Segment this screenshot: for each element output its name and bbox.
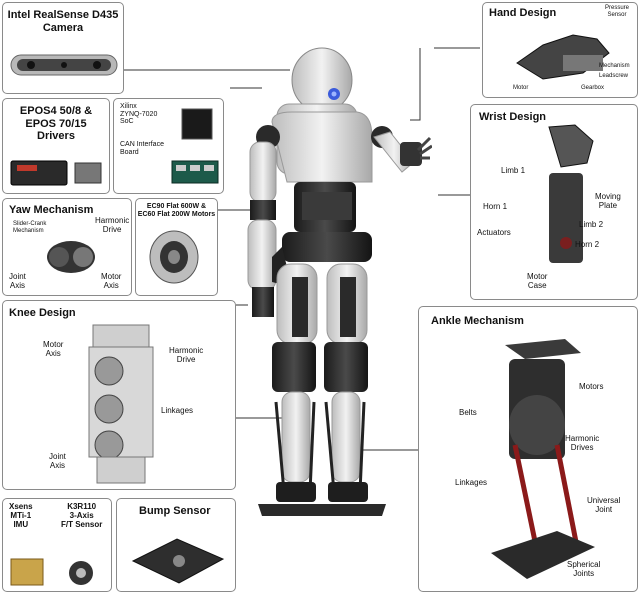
motors-panel: EC90 Flat 600W & EC60 Flat 200W Motors (135, 198, 218, 296)
can-interface-label: CAN Interface Board (120, 141, 164, 156)
wrist-moving-plate-label: Moving Plate (595, 192, 621, 210)
yaw-motor-label: Motor Axis (101, 272, 122, 290)
yaw-panel: Yaw Mechanism Slider-Crank Mechanism Har… (2, 198, 132, 296)
yaw-joint-label: Joint Axis (9, 272, 26, 290)
camera-image (10, 54, 118, 76)
robot-illustration (247, 47, 432, 516)
hand-leadscrew-label: Leadscrew (599, 73, 629, 79)
sensors-panel: Xsens MTi-1 IMU K3R110 3-Axis F/T Sensor (2, 498, 112, 592)
can-board-image (171, 160, 219, 184)
epos-panel: EPOS4 50/8 & EPOS 70/15 Drivers (2, 98, 110, 194)
bump-sensor-image (131, 538, 225, 584)
epos-drivers-image (10, 160, 102, 186)
wrist-panel: Wrist Design Limb 1 Moving Plate Horn 1 … (470, 104, 638, 300)
xsens-label: Xsens MTi-1 IMU (9, 502, 33, 529)
hand-mechanism-label: Mechanism (599, 63, 630, 69)
wrist-horn1-label: Horn 1 (483, 202, 508, 211)
wrist-title: Wrist Design (479, 111, 547, 123)
yaw-mechanism-image (47, 241, 95, 273)
ankle-linkages-label: Linkages (455, 478, 488, 487)
wrist-actuators-label: Actuators (477, 228, 511, 237)
yaw-slider-label: Slider-Crank Mechanism (13, 221, 47, 234)
motors-image (149, 230, 199, 284)
hand-motor-label: Motor (513, 85, 529, 91)
ankle-universal-label: Universal Joint (587, 496, 621, 514)
knee-joint-axis-label: Joint Axis (49, 452, 66, 470)
sensors-image (10, 558, 93, 586)
ankle-title: Ankle Mechanism (431, 315, 524, 327)
knee-panel: Knee Design Motor Axis Harmonic Drive Li… (2, 300, 236, 490)
ankle-spherical-label: Spherical Joints (567, 560, 601, 578)
camera-title: Intel RealSense D435 Camera (7, 9, 119, 34)
xilinx-panel: Xilinx ZYNQ-7020 SoC CAN Interface Board (113, 98, 224, 194)
hand-title: Hand Design (489, 7, 557, 19)
ankle-belts-label: Belts (459, 408, 477, 417)
bump-title: Bump Sensor (139, 505, 211, 517)
motors-title: EC90 Flat 600W & EC60 Flat 200W Motors (137, 203, 216, 218)
knee-linkages-label: Linkages (161, 406, 194, 415)
ankle-harmonic-label: Harmonic Drives (565, 434, 600, 452)
wrist-limb1-label: Limb 1 (501, 166, 526, 175)
wrist-horn2-label: Horn 2 (575, 240, 600, 249)
k3r-label: K3R110 3-Axis F/T Sensor (61, 502, 103, 529)
knee-title: Knee Design (9, 307, 76, 319)
knee-image (88, 324, 154, 484)
yaw-harmonic-label: Harmonic Drive (95, 216, 130, 234)
ankle-motors-label: Motors (579, 382, 604, 391)
wrist-limb2-label: Limb 2 (579, 220, 604, 229)
ankle-panel: Ankle Mechanism Motors Belts Harmonic Dr… (418, 306, 638, 592)
wrist-image (548, 124, 594, 263)
hand-panel: Hand Design Pressure Sensor Mechanism Le… (482, 2, 638, 98)
camera-panel: Intel RealSense D435 Camera (2, 2, 124, 94)
hand-pressure-label: Pressure Sensor (605, 5, 630, 18)
wrist-motor-case-label: Motor Case (527, 272, 548, 290)
yaw-title: Yaw Mechanism (9, 204, 94, 216)
knee-harmonic-label: Harmonic Drive (169, 346, 204, 364)
hand-gearbox-label: Gearbox (581, 85, 605, 91)
xilinx-label: Xilinx ZYNQ-7020 SoC (120, 103, 158, 126)
knee-motor-axis-label: Motor Axis (43, 340, 64, 358)
xilinx-chip-image (181, 108, 213, 140)
hand-image (516, 34, 610, 80)
ankle-image (491, 339, 595, 579)
bump-panel: Bump Sensor (116, 498, 236, 592)
epos-title: EPOS4 50/8 & EPOS 70/15 Drivers (19, 105, 93, 143)
